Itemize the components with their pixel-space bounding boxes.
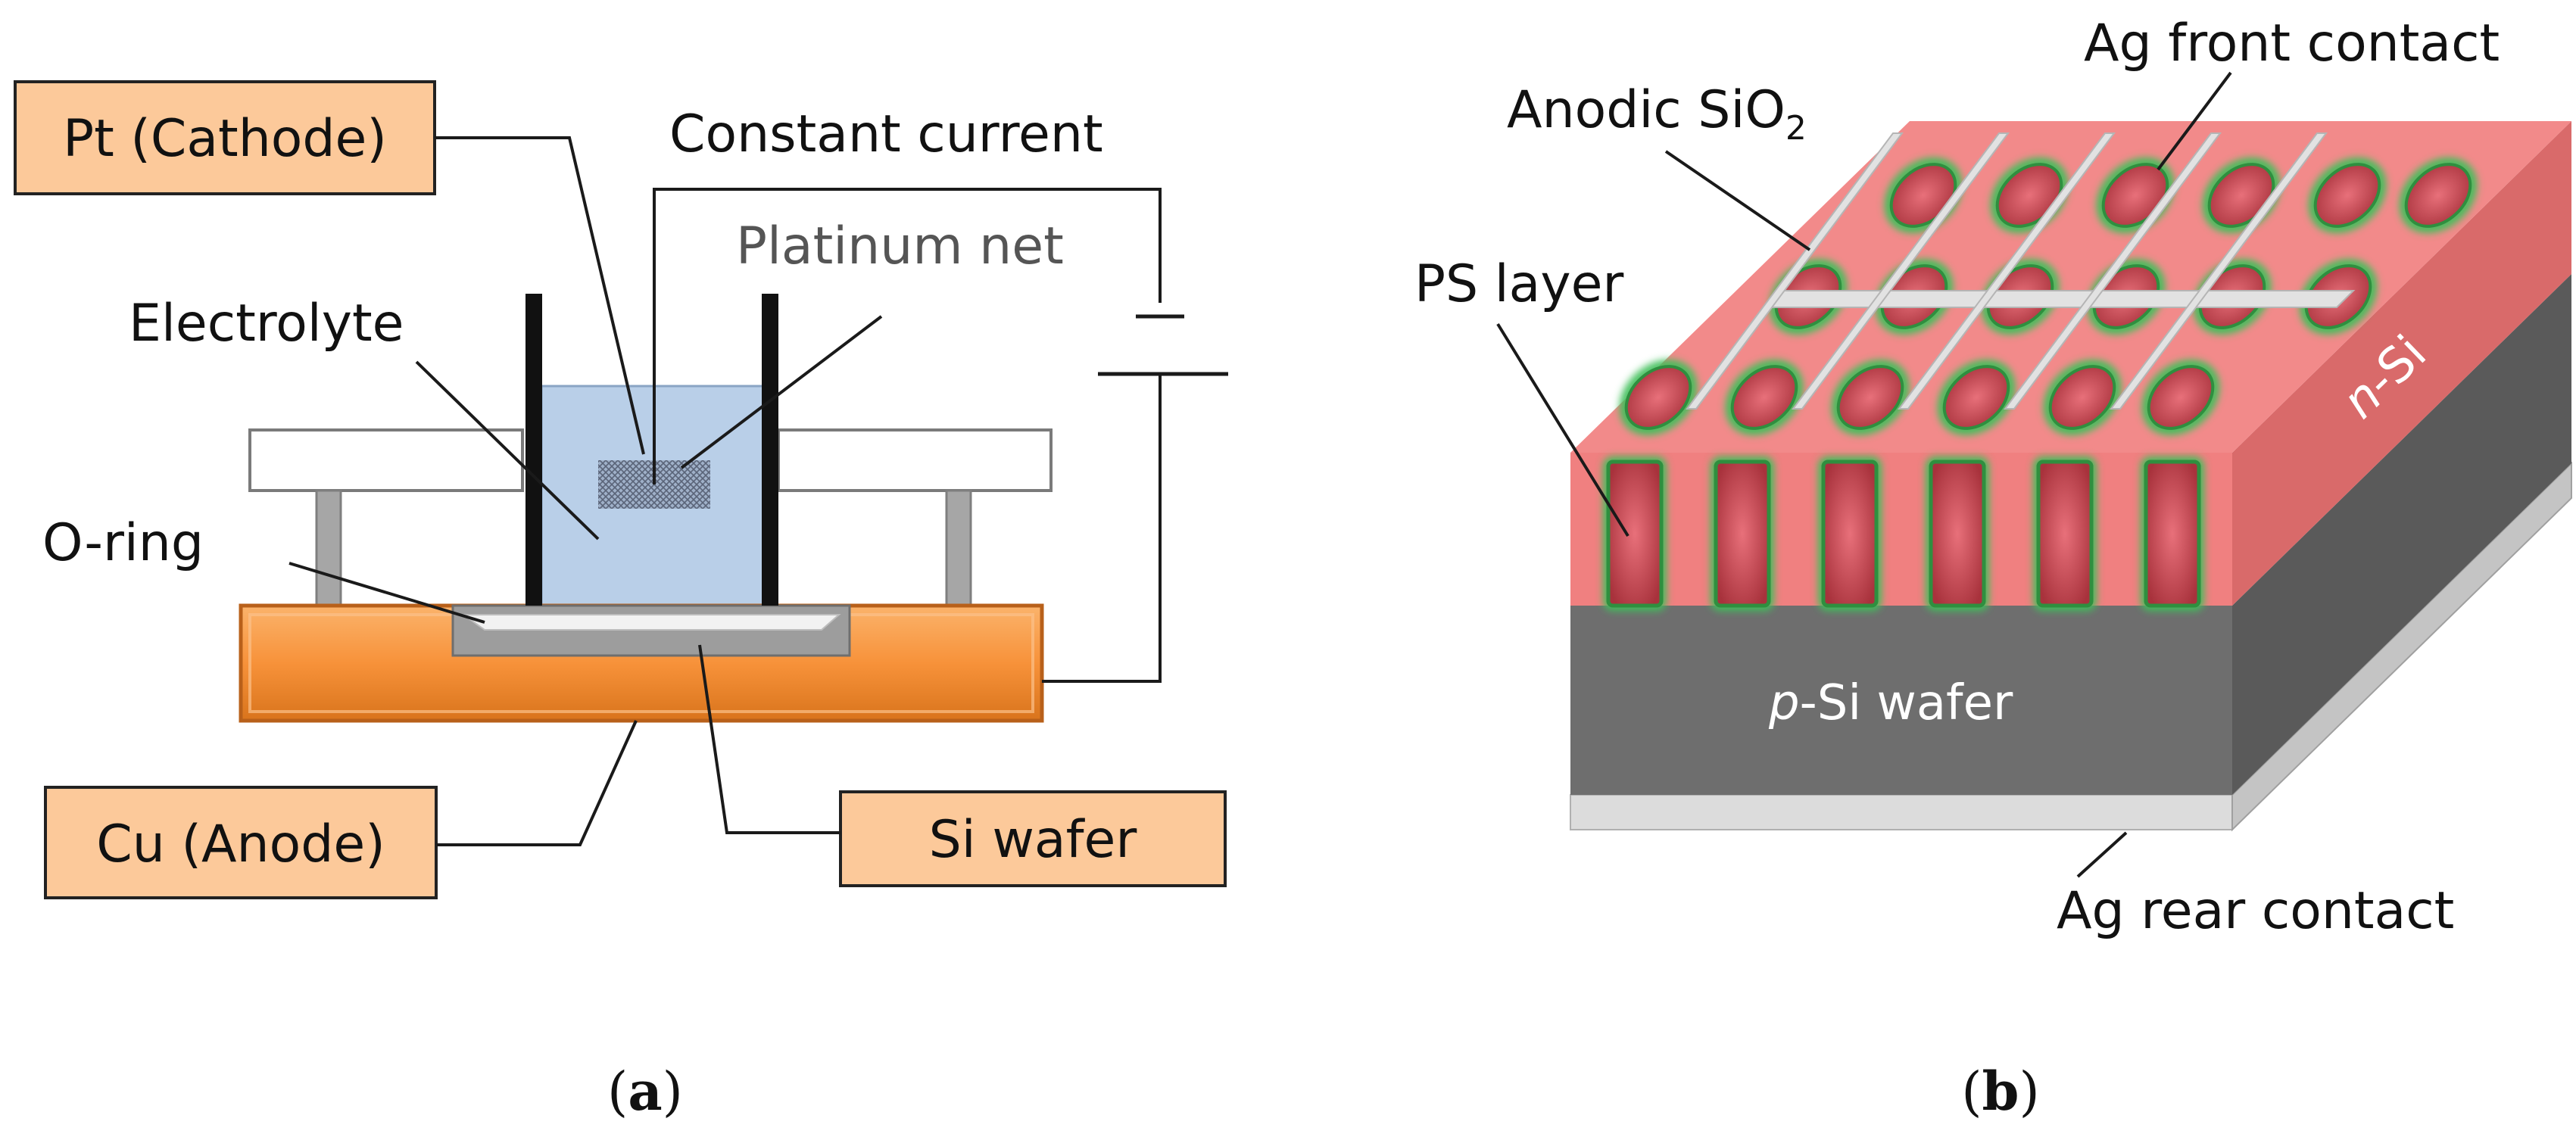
platinum-net-label: Platinum net: [736, 217, 1064, 276]
ag-rear-contact-side: [2231, 461, 2572, 832]
p-si-wafer-side: [2232, 274, 2571, 795]
right-support-post: [945, 489, 972, 607]
right-cell-wall: [762, 294, 778, 606]
cathode-label: Pt (Cathode): [63, 109, 387, 169]
ag-rear-contact-front: [1570, 794, 2233, 830]
ag-front-contact-grid: [1686, 132, 2356, 410]
pore: [2036, 460, 2094, 608]
o-ring-label: O-ring: [42, 513, 204, 573]
ag-front-contact-label: Ag front contact: [2084, 14, 2500, 73]
ps-pores-front: [1603, 456, 2204, 611]
panel-b-caption: (b): [1961, 1060, 2040, 1123]
p-si-wafer-label: p-Si wafer: [1768, 675, 2013, 731]
ag-rear-contact-label: Ag rear contact: [2057, 881, 2454, 941]
si-wafer-label: Si wafer: [929, 810, 1137, 870]
pore: [1714, 460, 1771, 608]
grid-finger: [2004, 132, 2222, 410]
p-si-wafer-front: [1570, 606, 2232, 795]
pore: [1836, 365, 1904, 430]
grid-finger: [1686, 132, 1904, 410]
ps-layer-label: PS layer: [1414, 254, 1623, 314]
si-wafer-label-box: [839, 790, 1227, 887]
pore: [1929, 460, 1986, 608]
left-support-post: [315, 489, 342, 607]
si-wafer-piece: [460, 614, 841, 631]
pore: [1624, 365, 1692, 430]
panel-b-solar-cell-structure: Ag front contact Anodic SiO2 PS layer n-…: [1414, 14, 2572, 1123]
right-holder-plate: [777, 428, 1053, 492]
left-holder-plate: [248, 428, 524, 492]
anode-label: Cu (Anode): [96, 815, 385, 874]
pore: [1730, 365, 1798, 430]
electrolyte-leader: [415, 360, 600, 541]
left-cell-wall: [525, 294, 542, 606]
panel-a-caption: (a): [607, 1060, 683, 1123]
si-wafer-leader: [698, 644, 840, 834]
pore: [1821, 460, 1879, 608]
pore: [1606, 460, 1664, 608]
anodic-sio2-label: Anodic SiO2: [1507, 80, 1807, 148]
n-si-side-face: [2232, 121, 2571, 606]
constant-current-label: Constant current: [669, 104, 1103, 164]
n-si-front-face: [1570, 453, 2232, 606]
ps-layer-leader: [1496, 322, 1629, 537]
pore: [2404, 163, 2472, 228]
pore: [2144, 460, 2201, 608]
circuit-wire: [653, 188, 1162, 484]
o-ring-leader: [288, 562, 485, 624]
anode-label-box: [44, 786, 438, 899]
grid-finger: [1898, 132, 2116, 410]
ag-front-contact-leader: [2157, 71, 2232, 171]
anodic-sio2-leader: [1664, 150, 1811, 251]
grid-finger: [2110, 132, 2328, 410]
anode-leader: [436, 720, 638, 846]
cathode-label-box: [14, 80, 436, 195]
ag-rear-contact-leader: [2076, 831, 2128, 878]
panel-a-electrochemical-cell: Pt (Cathode) Constant current Platinum n…: [14, 80, 1228, 1123]
electrolyte-label: Electrolyte: [129, 294, 404, 354]
pore: [1942, 365, 2010, 430]
ps-pores-top: [1619, 157, 2478, 435]
pore: [2313, 163, 2381, 228]
pore: [2048, 365, 2116, 430]
grid-finger: [1792, 132, 2010, 410]
grid-busbar: [1762, 290, 2356, 308]
pore: [2147, 365, 2215, 430]
platinum-net-leader: [680, 315, 883, 469]
cathode-leader: [435, 136, 645, 455]
